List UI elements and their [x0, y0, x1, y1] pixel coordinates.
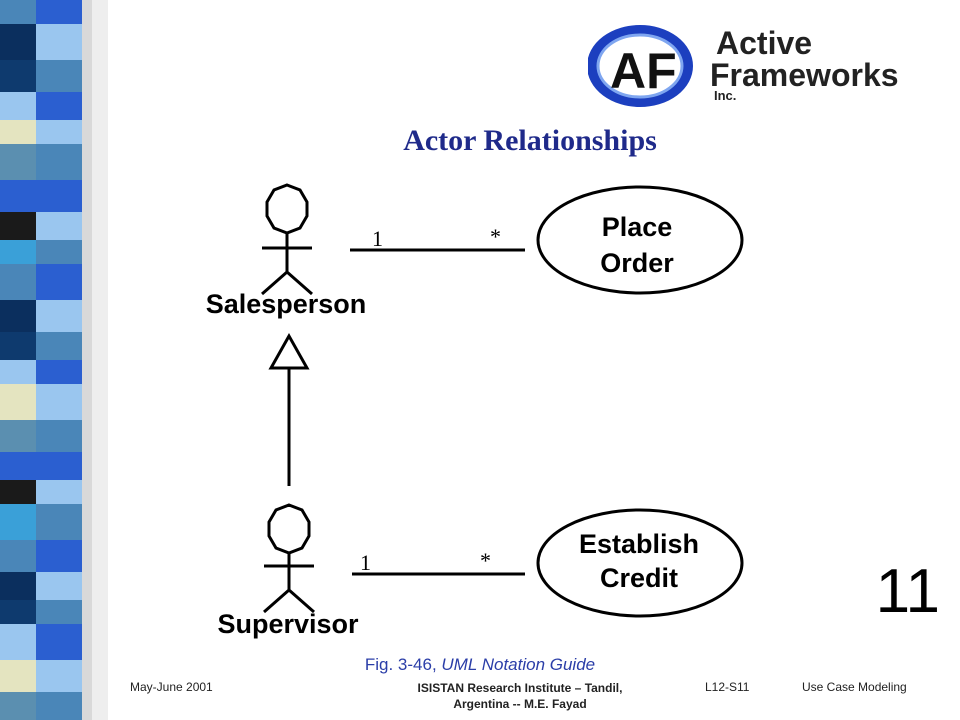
stripe-block — [0, 540, 36, 572]
stripe-block — [36, 332, 82, 360]
stripe-block — [0, 264, 36, 300]
multiplicity-actor-2: 1 — [360, 550, 371, 575]
stripe-block — [36, 360, 82, 384]
usecase-place-order — [536, 185, 744, 295]
stripe-block — [0, 420, 36, 452]
stripe-block — [36, 692, 82, 720]
stripe-block — [36, 624, 82, 660]
stripe-block — [0, 92, 36, 120]
multiplicity-usecase-2: * — [480, 548, 491, 573]
stripe-block — [0, 600, 36, 624]
stripe-block — [0, 572, 36, 600]
stripe-block — [36, 660, 82, 692]
stripe-block — [36, 572, 82, 600]
stripe-block — [36, 212, 82, 240]
stripe-block — [36, 240, 82, 264]
caption-prefix: Fig. 3-46, — [364, 655, 442, 674]
stripe-block — [36, 452, 82, 480]
stripe-block — [0, 180, 36, 212]
stripe-block — [0, 332, 36, 360]
stripe-block — [36, 24, 82, 60]
use-case-diagram: Salesperson Supervisor 1 * 1 * Place Ord… — [206, 183, 744, 639]
logo-line1: Active — [716, 25, 812, 61]
stripe-block — [36, 300, 82, 332]
usecase-establish-credit — [536, 508, 744, 618]
usecase-place-order-line1: Place — [602, 212, 673, 242]
actor-supervisor — [263, 503, 315, 614]
logo-line2: Frameworks — [710, 57, 899, 93]
footer-topic: Use Case Modeling — [802, 680, 907, 694]
usecase-establish-credit-line1: Establish — [579, 529, 699, 559]
footer-date: May-June 2001 — [130, 680, 213, 694]
stripe-block — [36, 420, 82, 452]
usecase-place-order-line2: Order — [600, 248, 674, 278]
stripe-block — [0, 360, 36, 384]
stripe-block — [36, 504, 82, 540]
slide-number: 11 — [875, 557, 940, 626]
stripe-block — [0, 300, 36, 332]
logo-line3: Inc. — [714, 88, 736, 103]
stripe-block — [0, 144, 36, 180]
decorative-side-stripe — [0, 0, 108, 720]
footer-institute-line1: ISISTAN Research Institute – Tandil, — [417, 681, 623, 695]
multiplicity-actor-1: 1 — [372, 226, 383, 251]
figure-caption: Fig. 3-46, UML Notation Guide — [300, 655, 660, 675]
stripe-block — [36, 600, 82, 624]
stripe-block — [0, 660, 36, 692]
stripe-block — [36, 0, 82, 24]
stripe-block — [36, 384, 82, 420]
logo-monogram: AF — [610, 43, 677, 99]
stripe-block — [0, 384, 36, 420]
stripe-block — [36, 92, 82, 120]
stripe-block — [0, 624, 36, 660]
stripe-block — [0, 120, 36, 144]
stripe-block — [0, 24, 36, 60]
stripe-block — [36, 60, 82, 92]
footer-slide-code: L12-S11 — [705, 680, 750, 694]
stripe-block — [0, 212, 36, 240]
footer-institute: ISISTAN Research Institute – Tandil, Arg… — [400, 680, 640, 712]
usecase-establish-credit-line2: Credit — [600, 563, 678, 593]
stripe-block — [0, 504, 36, 540]
generalization-arrow — [268, 332, 310, 486]
actor-label-supervisor: Supervisor — [217, 609, 359, 639]
slide-title: Actor Relationships — [403, 124, 657, 157]
stripe-block — [36, 480, 82, 504]
stripe-block — [36, 120, 82, 144]
stripe-block — [0, 452, 36, 480]
caption-source: UML Notation Guide — [441, 655, 596, 674]
stripe-block — [36, 180, 82, 212]
actor-salesperson — [261, 183, 313, 296]
stripe-block — [36, 144, 82, 180]
multiplicity-usecase-1: * — [490, 224, 501, 249]
stripe-block — [0, 480, 36, 504]
active-frameworks-logo: AF Active Frameworks Inc. — [588, 25, 899, 107]
stripe-block — [0, 0, 36, 24]
stripe-block — [36, 264, 82, 300]
actor-label-salesperson: Salesperson — [206, 289, 367, 319]
footer-institute-line2: Argentina -- M.E. Fayad — [453, 697, 587, 711]
stripe-block — [36, 540, 82, 572]
stripe-block — [0, 60, 36, 92]
stripe-block — [0, 240, 36, 264]
stripe-block — [0, 692, 36, 720]
